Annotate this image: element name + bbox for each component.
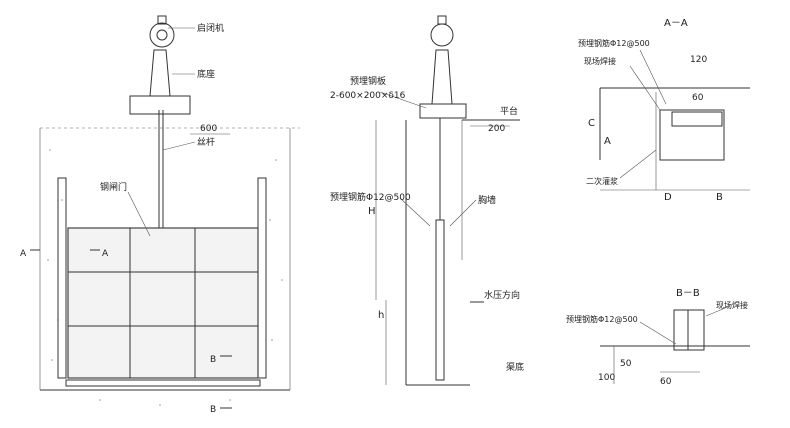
label-breast-wall: 胸墙 xyxy=(478,194,496,206)
aa-label-weld: 现场焊接 xyxy=(584,56,616,66)
front-view: 启闭机 底座 600 丝杆 钢闸门 A A B B xyxy=(20,15,300,415)
label-plate: 预埋钢板 xyxy=(350,75,386,87)
label-sec-a-right: A xyxy=(102,249,109,259)
bb-title: B－B xyxy=(676,288,700,299)
aa-label-A: A xyxy=(604,136,611,147)
bb-leader-weld xyxy=(705,305,731,317)
base-block xyxy=(129,95,191,115)
aa-channel xyxy=(659,109,725,161)
aa-label-rebar: 预埋钢筋Φ12@500 xyxy=(578,38,650,48)
aa-leader-grout xyxy=(619,149,657,179)
left-guide xyxy=(57,177,67,379)
label-spindle: 丝杆 xyxy=(197,136,215,148)
side-hoist-top xyxy=(437,15,447,25)
label-plate-spec: 2-600×200×δ16 xyxy=(330,91,406,101)
side-hoist-column xyxy=(431,49,453,105)
aa-label-C: C xyxy=(588,118,595,129)
leader-plate xyxy=(379,91,427,109)
aa-label-B: B xyxy=(716,192,723,203)
hoist-top xyxy=(157,15,167,25)
detail-bb: B－B 现场焊接 预埋钢筋Φ12@500 50 100 60 xyxy=(566,288,750,387)
label-dim-600: 600 xyxy=(200,124,217,134)
bb-label-50: 50 xyxy=(620,359,632,369)
side-gate-leaf xyxy=(435,219,445,381)
label-sec-b-bottom: B xyxy=(210,405,216,415)
detail-aa: A－A 预埋钢筋Φ12@500 现场焊接 120 60 C A 二次灌浆 D B xyxy=(578,18,750,203)
label-base: 底座 xyxy=(197,68,215,80)
bb-label-100: 100 xyxy=(598,373,615,383)
leader-breast xyxy=(449,199,477,227)
label-bottom: 渠底 xyxy=(506,361,524,373)
hoist-hub xyxy=(156,29,168,41)
bb-channel xyxy=(673,309,705,351)
hoist-column xyxy=(149,49,171,97)
gate-sill xyxy=(65,379,261,387)
aa-label-120: 120 xyxy=(690,55,707,65)
label-gate: 钢闸门 xyxy=(100,181,127,193)
side-section: 预埋钢板 2-600×200×δ16 平台 200 预埋钢筋Φ12@500 胸墙… xyxy=(330,15,524,386)
side-base xyxy=(419,103,467,119)
right-guide xyxy=(257,177,267,379)
label-sec-b-mid: B xyxy=(210,355,216,365)
bb-leader-rebar xyxy=(639,321,677,345)
aa-label-D: D xyxy=(664,192,672,203)
leader-rebar-mid xyxy=(399,197,431,227)
label-hoist: 启闭机 xyxy=(197,22,224,34)
label-rebar-mid: 预埋钢筋Φ12@500 xyxy=(330,191,411,203)
aa-leader-rebar xyxy=(639,49,667,105)
label-dim-H: H xyxy=(368,206,376,217)
leader-spindle xyxy=(162,141,196,151)
side-hoist-motor xyxy=(430,23,454,47)
label-water-dir: 水压方向 xyxy=(484,289,520,301)
leader-gate xyxy=(127,191,151,237)
label-dim-200: 200 xyxy=(488,124,505,134)
aa-label-grout: 二次灌浆 xyxy=(586,176,618,186)
bb-label-rebar: 预埋钢筋Φ12@500 xyxy=(566,314,638,324)
aa-guide xyxy=(671,111,723,127)
label-sec-a-left: A xyxy=(20,249,27,259)
label-dim-h: h xyxy=(378,310,384,321)
aa-leader-weld xyxy=(629,65,661,111)
aa-label-60: 60 xyxy=(692,93,704,103)
gate-leaf xyxy=(67,227,259,379)
hoist-motor xyxy=(149,22,175,48)
bb-label-weld: 现场焊接 xyxy=(716,300,748,310)
bb-label-60: 60 xyxy=(660,377,672,387)
aa-title: A－A xyxy=(664,18,688,29)
label-platform: 平台 xyxy=(500,105,518,117)
